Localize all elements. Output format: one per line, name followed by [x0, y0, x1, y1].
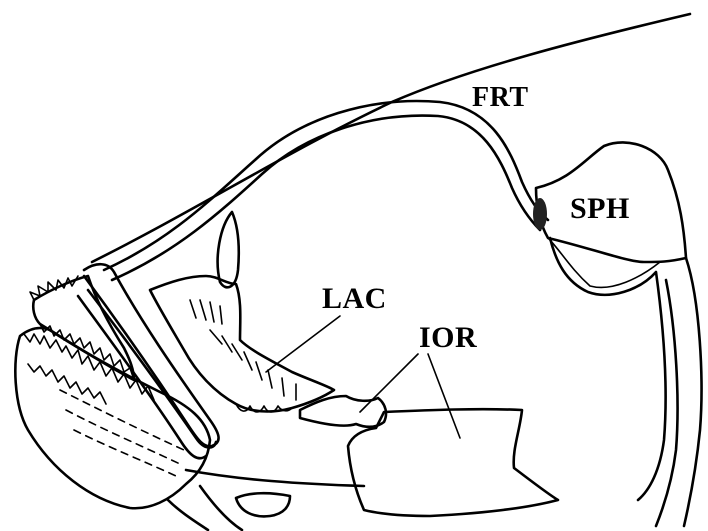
upper-jaw-teeth — [30, 276, 78, 300]
frontal-arc-inner — [112, 116, 540, 280]
lac-leader — [266, 316, 340, 372]
jaw-dashed-3 — [74, 430, 176, 476]
label-frontal: FRT — [472, 84, 529, 112]
ventral-cheek-line — [186, 470, 364, 486]
lacrimal-striations — [190, 300, 296, 400]
ventral-jaw-outline — [200, 486, 242, 530]
ior-leader-a — [360, 354, 418, 412]
label-sphenotic: SPH — [570, 194, 630, 224]
lacrimal-bone — [150, 276, 334, 411]
ventral-bone-small — [236, 493, 290, 516]
preopercle-edge — [684, 258, 701, 526]
label-infraorbital: IOR — [419, 323, 477, 353]
ior-leader-b — [428, 354, 460, 438]
ventral-jaw-outline-2 — [168, 500, 208, 530]
orbit-front-bar — [218, 212, 239, 287]
jaw-dashed-2 — [66, 410, 180, 464]
label-lacrimal: LAC — [322, 284, 387, 314]
posterior-orbit-margin — [550, 238, 666, 500]
sphenotic-shading — [533, 198, 547, 230]
frontal-arc-outer — [104, 101, 548, 270]
